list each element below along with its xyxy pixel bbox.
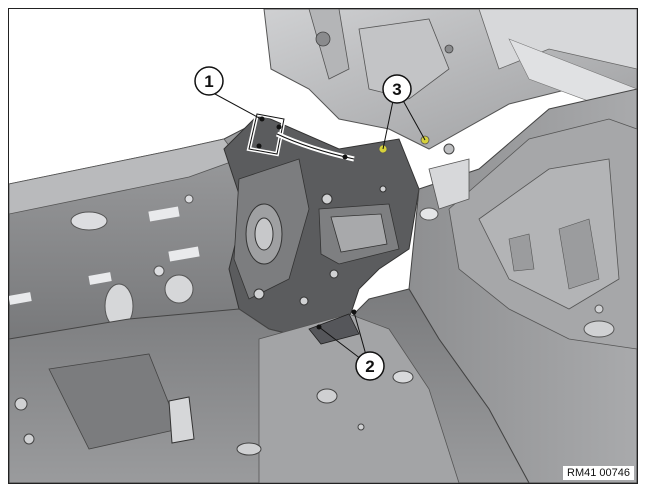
callout-2-number: 2 — [365, 357, 374, 376]
callout-1-number: 1 — [204, 72, 213, 91]
bracket-outline — [246, 111, 355, 162]
reference-code: RM41 00746 — [563, 466, 634, 480]
center-reinforcement-panel — [223, 113, 420, 340]
callout-3-number: 3 — [392, 80, 401, 99]
callout-3: 3 — [382, 74, 412, 104]
diagram-frame: 1 3 2 RM41 00746 — [8, 8, 638, 484]
vehicle-body-illustration: 1 3 2 — [9, 9, 637, 483]
callout-2: 2 — [355, 351, 385, 381]
lower-floor — [9, 288, 530, 483]
right-wheelhouse — [408, 88, 637, 483]
callout-1: 1 — [194, 66, 224, 96]
leader-lines — [214, 93, 426, 360]
